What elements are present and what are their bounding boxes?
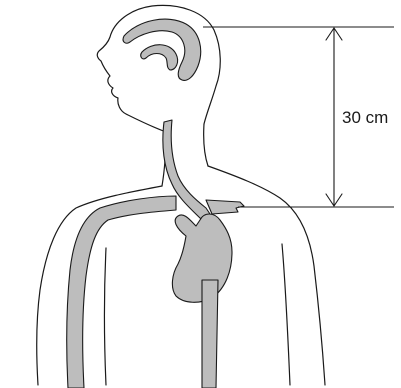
arm-artery: [67, 196, 176, 388]
brain-vessel-inner-branch: [141, 45, 178, 70]
neck-back-outline: [204, 124, 208, 166]
right-torso-outline: [282, 244, 290, 385]
descending-aorta: [202, 280, 218, 388]
measurement-label: 30 cm: [342, 108, 388, 127]
left-torso-outline: [105, 248, 107, 385]
